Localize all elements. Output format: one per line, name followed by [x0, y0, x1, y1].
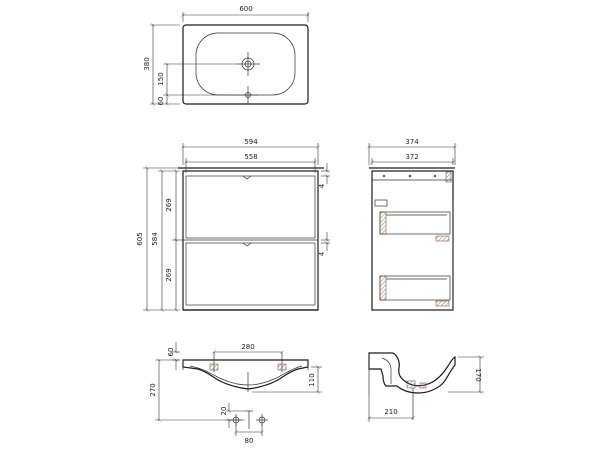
dim-tap-offset: 150	[157, 72, 165, 85]
dim-side-outer: 374	[405, 138, 419, 146]
drawer-box-lower	[379, 275, 451, 301]
dim-drawer-upper: 269	[165, 198, 173, 211]
dim-mount-spacing: 80	[245, 437, 254, 445]
dim-gap-mid: 4	[318, 251, 326, 256]
dim-bowl-depth: 110	[308, 373, 316, 386]
side-hatch-top	[445, 171, 452, 183]
dim-rim: 60	[167, 348, 175, 357]
dim-basin-total-height: 270	[149, 383, 157, 396]
dim-top-depth: 380	[143, 57, 151, 70]
dim-tap-edge: 60	[157, 97, 165, 106]
dim-front-height: 605	[136, 232, 144, 245]
side-view: 374 372	[367, 138, 457, 311]
top-view: 600 380 150 60	[143, 5, 310, 106]
dim-gap-top: 4	[318, 183, 326, 188]
handle-lower	[242, 242, 252, 247]
drawer-upper	[185, 175, 316, 239]
mounting-detail: 20 80	[220, 403, 268, 445]
drawer-lower	[185, 242, 316, 306]
basin-section-view: 280 60 270 110	[149, 342, 322, 422]
dim-front-inner-width: 558	[244, 153, 257, 161]
dim-top-width: 600	[239, 5, 252, 13]
dim-front-outer-width: 594	[244, 138, 258, 146]
dim-drawer-lower: 269	[165, 268, 173, 281]
handle-upper	[242, 175, 252, 180]
basin-section-outline	[182, 359, 309, 390]
dim-side-inner: 372	[405, 153, 418, 161]
dim-profile-height: 170	[474, 368, 482, 381]
front-view: 594 558 605 584 269 269 4 4	[136, 138, 330, 312]
cabinet-body	[182, 170, 319, 311]
dim-mount-offset: 20	[220, 407, 228, 416]
dim-front-body-height: 584	[151, 232, 159, 246]
basin-top-outline	[182, 24, 309, 105]
dim-bowl-width: 280	[241, 343, 254, 351]
basin-profile-outline	[368, 352, 456, 394]
dim-profile-depth: 210	[384, 408, 397, 416]
basin-profile-view: 170 210	[367, 352, 484, 422]
